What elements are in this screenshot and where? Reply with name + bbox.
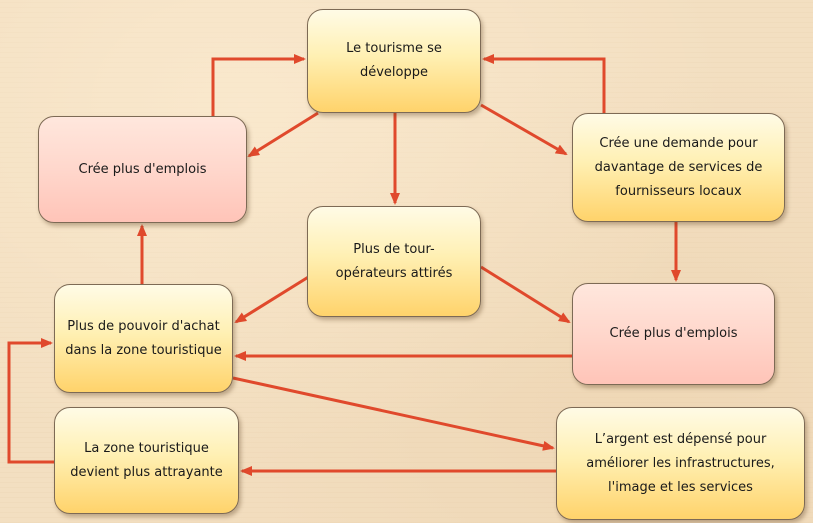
arrow-attrayante-to-pouvoir (7, 338, 54, 464)
node-label: La zone touristique devient plus attraya… (70, 440, 223, 480)
node-label: Plus de tour-opérateurs attirés (335, 241, 453, 281)
arrow-emplois-left-to-tourisme (211, 54, 306, 116)
arrow-pouvoir-to-argent (232, 376, 555, 451)
node-label: L’argent est dépensé pour améliorer les … (586, 431, 775, 495)
node-label: Le tourisme se développe (346, 41, 442, 80)
arrow-tour-operateurs-to-pouvoir (234, 274, 311, 324)
node-cree-emplois-left: Crée plus d'emplois (38, 116, 247, 223)
node-tourisme-se-developpe: Le tourisme se développe (307, 9, 481, 113)
arrow-tour-operateurs-to-emplois-right (480, 265, 571, 324)
arrow-tourisme-to-demande (480, 103, 568, 156)
node-label: Crée plus d'emplois (609, 326, 738, 341)
node-argent-depense: L’argent est dépensé pour améliorer les … (556, 407, 805, 520)
node-pouvoir-achat: Plus de pouvoir d'achat dans la zone tou… (54, 284, 233, 393)
arrow-demande-to-tourisme (482, 54, 606, 113)
node-demande-services: Crée une demande pour davantage de servi… (572, 113, 785, 222)
node-cree-emplois-right: Crée plus d'emplois (572, 283, 775, 385)
node-label: Crée une demande pour davantage de servi… (594, 135, 763, 199)
arrow-tourisme-to-emplois-left (247, 111, 319, 158)
node-tour-operateurs: Plus de tour-opérateurs attirés (307, 206, 481, 317)
node-label: Plus de pouvoir d'achat dans la zone tou… (65, 318, 222, 358)
node-label: Crée plus d'emplois (78, 161, 207, 177)
node-zone-attrayante: La zone touristique devient plus attraya… (54, 407, 239, 514)
